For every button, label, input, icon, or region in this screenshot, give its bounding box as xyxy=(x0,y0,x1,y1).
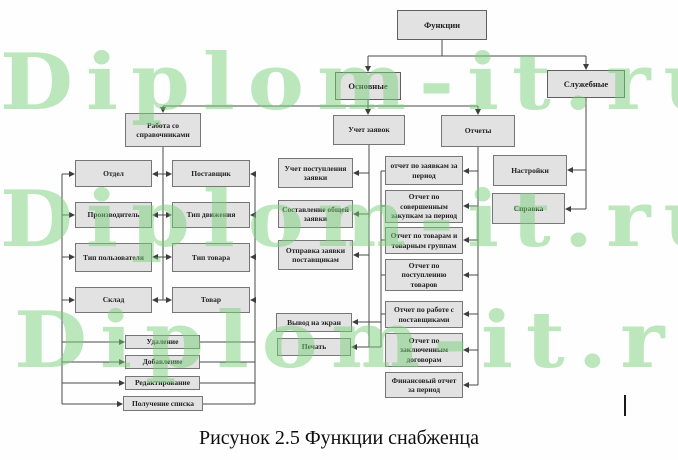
text-cursor xyxy=(624,395,626,416)
node-op-poluchenie-spiska: Получение списка xyxy=(123,396,203,411)
node-req-postuplenie: Учет поступления заявки xyxy=(278,158,353,188)
node-svc-spravka: Справка xyxy=(492,193,565,224)
node-dir-tovar: Товар xyxy=(172,287,250,313)
node-directories: Работа со справочниками xyxy=(125,113,201,147)
node-out-pechat: Печать xyxy=(277,338,351,356)
node-dir-tip-tovara: Тип товара xyxy=(172,243,250,272)
node-dir-tip-polzovatelya: Тип пользователя xyxy=(75,243,152,272)
node-svc-nastroyki: Настройки xyxy=(493,155,567,186)
node-dir-otdel: Отдел xyxy=(75,160,152,187)
node-dir-postavshchik: Поставщик xyxy=(172,160,250,187)
node-functions: Функции xyxy=(397,10,487,40)
figure-caption: Рисунок 2.5 Функции снабженца xyxy=(198,427,480,449)
node-rep-finansovyi: Финансовый отчет за период xyxy=(385,372,463,398)
node-rep-tovaram: Отчет по товарам и товарным группам xyxy=(385,227,463,254)
node-out-vyvod: Вывод на экран xyxy=(276,313,352,332)
node-op-redaktirovanie: Редактирование xyxy=(125,376,200,390)
node-rep-dogovoram: Отчет по заключенным договорам xyxy=(385,333,463,367)
node-req-otpravka: Отправка заявки поставщикам xyxy=(278,240,353,270)
node-dir-sklad: Склад xyxy=(75,287,152,313)
node-rep-rabote: Отчет по работе с поставщиками xyxy=(385,301,463,328)
node-reports: Отчеты xyxy=(441,115,515,147)
node-req-sostavlenie: Составление общей заявки xyxy=(278,200,353,228)
node-dir-proizvoditel: Производитель xyxy=(75,202,152,228)
node-service: Служебные xyxy=(547,70,625,98)
node-dir-tip-dvizheniya: Тип движения xyxy=(172,202,250,228)
node-op-dobavlenie: Добавление xyxy=(125,355,200,369)
node-requests: Учет заявок xyxy=(333,115,405,145)
node-rep-postupleniyu: Отчет по поступлению товаров xyxy=(385,259,463,291)
node-rep-zayavkam: отчет по заявкам за период xyxy=(385,156,463,185)
node-op-udalenie: Удаление xyxy=(125,335,200,349)
node-rep-zakupkam: Отчет по совершенным закупкам за период xyxy=(385,190,463,223)
node-main: Основные xyxy=(335,72,401,100)
